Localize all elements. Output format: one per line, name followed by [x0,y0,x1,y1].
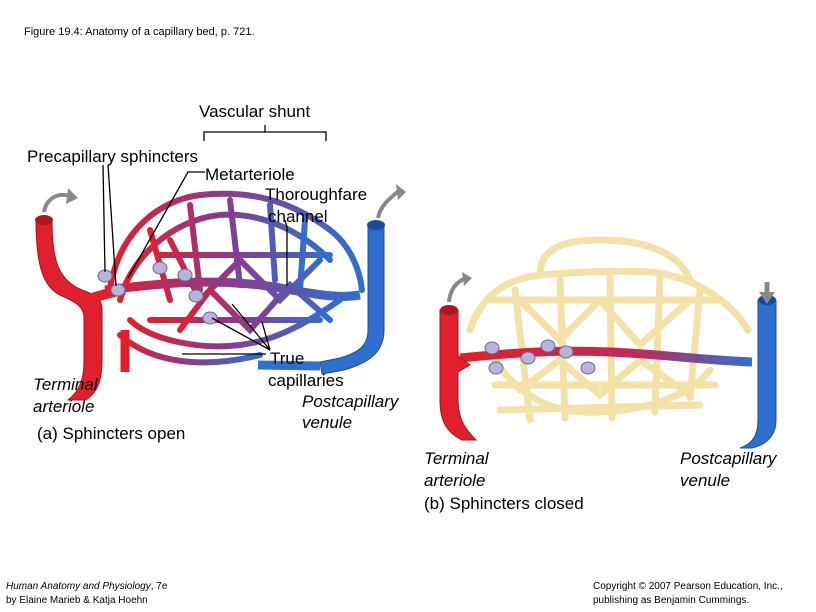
book-citation: Human Anatomy and Physiology, 7e by Elai… [6,580,167,607]
panel-a-inflow-arrow [42,193,71,213]
panel-a-thoroughfare-channel [104,277,361,301]
panel-b-thoroughfare-channel [459,346,753,367]
panel-a-precapillary-sphincters [97,261,218,325]
copyright-line1: Copyright © 2007 Pearson Education, Inc.… [593,581,783,592]
panel-b-inflow-arrowhead [462,272,472,286]
copyright-notice: Copyright © 2007 Pearson Education, Inc.… [593,580,783,607]
panel-a-outflow-arrow [376,188,402,219]
figure-caption: Figure 19.4: Anatomy of a capillary bed,… [24,26,255,38]
vascular-shunt-label: Vascular shunt [199,102,311,121]
precapillary-sphincters-label: Precapillary sphincters [27,147,199,166]
panel-b-terminal-arteriole-label-line1: Terminal [424,449,489,468]
panel-a-inflow-arrowhead [66,188,78,204]
thoroughfare-label-line2: channel [268,207,328,226]
panel-b-postcapillary-venule-label-line2: venule [680,471,731,490]
panel-b-terminal-arteriole-label-line2: arteriole [424,471,486,490]
panel-b-postcapillary-venule [739,299,777,449]
sphincter [177,268,193,282]
metarteriole-label: Metarteriole [205,165,295,184]
sphincter [580,361,596,375]
panel-b-terminal-arteriole [439,309,478,441]
true-capillaries-leader [211,303,271,351]
panel-a-postcapillary-venule [319,224,385,375]
vascular-shunt-bracket [203,131,327,141]
panel-a-leader-lines [102,125,327,355]
panel-a-postcapillary-venule-label-line1: Postcapillary [302,392,399,411]
book-title: Human Anatomy and Physiology [6,581,151,592]
sphincter-leader-2 [107,164,117,287]
thoroughfare-label-line1: Thoroughfare [265,185,368,204]
panel-b-subtitle: (b) Sphincters closed [424,494,584,513]
panel-a-outflow-arrowhead [396,184,406,200]
panel-a-blue-branch [257,360,321,371]
sphincter [188,289,204,303]
panel-a-postcapillary-venule-label-line2: venule [302,413,353,432]
copyright-line2: publishing as Benjamin Cummings. [593,594,750,606]
sphincter [152,261,168,275]
panel-b-capillary-network [466,236,752,424]
sphincter [558,345,574,359]
panel-b-outflow-arrowhead [759,292,775,304]
metarteriole-leader [127,171,205,279]
panel-a-terminal-arteriole-label-line1: Terminal [33,375,98,394]
sphincter [520,351,536,365]
panel-b-arteriole-opening [440,305,458,315]
book-authors: by Elaine Marieb & Katja Hoehn [6,594,148,606]
thoroughfare-leader [284,219,288,286]
sphincter [488,361,504,375]
panel-a-terminal-arteriole-label-line2: arteriole [33,397,95,416]
sphincter-leader-1 [102,164,106,273]
panel-b-postcapillary-venule-label-line1: Postcapillary [680,449,777,468]
sphincter [540,339,556,353]
true-capillaries-label-line2: capillaries [268,371,344,390]
panel-a-subtitle: (a) Sphincters open [37,424,186,443]
sphincter [484,341,500,355]
book-edition: , 7e [150,581,168,592]
sphincter [202,311,218,325]
sphincter [110,283,126,297]
panel-a-venule-opening [367,220,385,230]
panel-a-terminal-arteriole [35,219,103,401]
panel-b-precapillary-sphincters [484,339,596,375]
panel-a-arteriole-opening [35,215,53,225]
true-capillaries-label-line1: True [270,349,305,368]
